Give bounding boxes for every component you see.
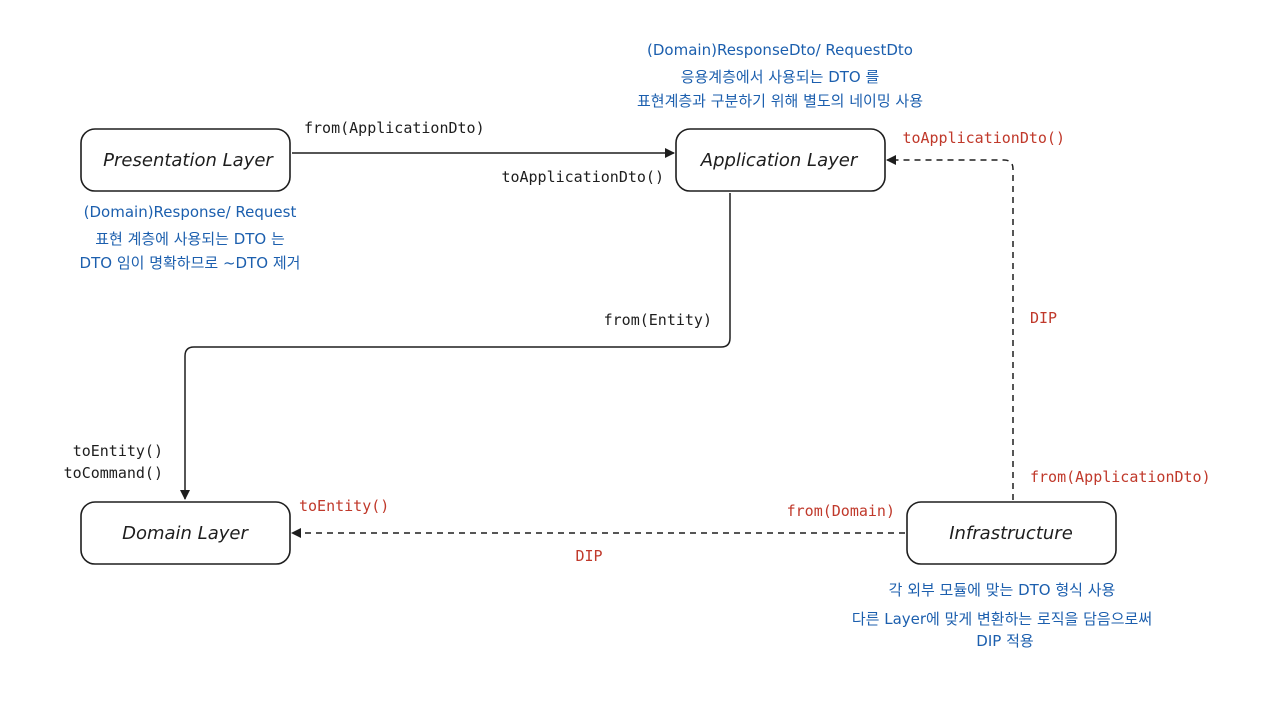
node-domain-box bbox=[80, 501, 291, 565]
label-from-domain: from(Domain) bbox=[787, 502, 895, 520]
node-domain-label: Domain Layer bbox=[122, 523, 249, 544]
node-domain-layer[interactable]: Domain Layer bbox=[80, 501, 291, 565]
node-application-box bbox=[675, 128, 886, 192]
node-infrastructure-box bbox=[906, 501, 1117, 565]
label-infra-to-entity: toEntity() bbox=[299, 497, 389, 515]
node-presentation-layer[interactable]: Presentation Layer bbox=[80, 128, 291, 192]
node-infrastructure[interactable]: Infrastructure bbox=[906, 501, 1117, 565]
label-infra-to-application-dto: toApplicationDto() bbox=[902, 129, 1065, 147]
node-presentation-box bbox=[80, 128, 291, 192]
note-infrastructure: 각 외부 모듈에 맞는 DTO 형식 사용 다른 Layer에 맞게 변환하는 … bbox=[852, 581, 1152, 650]
edge-application-to-domain bbox=[180, 193, 731, 500]
node-infrastructure-label: Infrastructure bbox=[949, 523, 1073, 544]
label-dip-application: DIP bbox=[1030, 309, 1057, 327]
label-infra-from-application-dto: from(ApplicationDto) bbox=[1030, 468, 1211, 486]
note-application-line2: 응용계층에서 사용되는 DTO 를 bbox=[681, 68, 880, 86]
note-presentation: (Domain)Response/ Request 표현 계층에 사용되는 DT… bbox=[80, 203, 301, 272]
node-presentation-label: Presentation Layer bbox=[103, 150, 274, 171]
label-to-entity: toEntity() bbox=[73, 442, 163, 460]
note-application-line1: (Domain)ResponseDto/ RequestDto bbox=[647, 41, 913, 59]
note-presentation-line3: DTO 임이 명확하므로 ~DTO 제거 bbox=[80, 254, 301, 272]
note-infrastructure-line3: DIP 적용 bbox=[976, 632, 1033, 650]
node-application-label: Application Layer bbox=[700, 150, 859, 171]
note-infrastructure-line1: 각 외부 모듈에 맞는 DTO 형식 사용 bbox=[889, 581, 1116, 599]
note-application-line3: 표현계층과 구분하기 위해 별도의 네이밍 사용 bbox=[637, 92, 923, 110]
note-presentation-line2: 표현 계층에 사용되는 DTO 는 bbox=[95, 230, 285, 248]
edge-infrastructure-to-application bbox=[886, 155, 1014, 500]
label-from-entity: from(Entity) bbox=[604, 311, 712, 329]
label-to-command: toCommand() bbox=[64, 464, 163, 482]
note-application: (Domain)ResponseDto/ RequestDto 응용계층에서 사… bbox=[637, 41, 923, 110]
note-presentation-line1: (Domain)Response/ Request bbox=[84, 203, 297, 221]
node-application-layer[interactable]: Application Layer bbox=[675, 128, 886, 192]
note-infrastructure-line2: 다른 Layer에 맞게 변환하는 로직을 담음으로써 bbox=[852, 610, 1152, 628]
label-to-application-dto: toApplicationDto() bbox=[501, 168, 664, 186]
label-from-application-dto: from(ApplicationDto) bbox=[304, 119, 485, 137]
label-dip-domain: DIP bbox=[575, 547, 602, 565]
